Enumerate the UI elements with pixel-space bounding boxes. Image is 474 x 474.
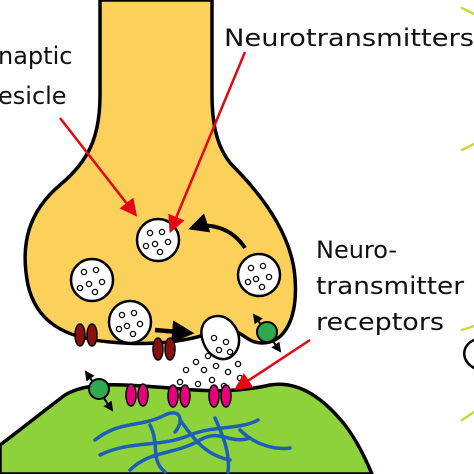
receptors-label-line1: Neuro- [316, 236, 397, 264]
docking-arrow [154, 320, 195, 343]
neurotransmitter-receptor [208, 384, 232, 408]
synaptic-vesicle [69, 257, 115, 303]
receptors-label-line2: transmitter [316, 272, 464, 300]
cytoskeleton [93, 411, 292, 474]
reuptake-transporter [84, 370, 114, 412]
calcium-channel [74, 323, 98, 347]
vesicle-label-line1: naptic [0, 42, 72, 70]
reuptake-transporter [252, 313, 282, 353]
calcium-channel [152, 337, 176, 361]
synaptic-vesicle [107, 299, 153, 345]
fusing-vesicle [200, 314, 241, 361]
receptors-pointer-arrow [234, 338, 311, 390]
vesicle-label-line2: esicle [0, 82, 67, 110]
neurotransmitters-pointer-arrow [168, 51, 247, 234]
receptors-label-line3: receptors [316, 308, 444, 336]
right-edge-fragment [460, 6, 474, 422]
vesicle-pointer-arrow [59, 117, 138, 217]
synaptic-vesicle [236, 252, 282, 298]
neurotransmitter-receptor [167, 384, 191, 408]
neurotransmitters-label: Neurotransmitters [224, 24, 474, 52]
neurotransmitter-receptor [125, 383, 149, 407]
recycling-arrow [188, 213, 247, 250]
